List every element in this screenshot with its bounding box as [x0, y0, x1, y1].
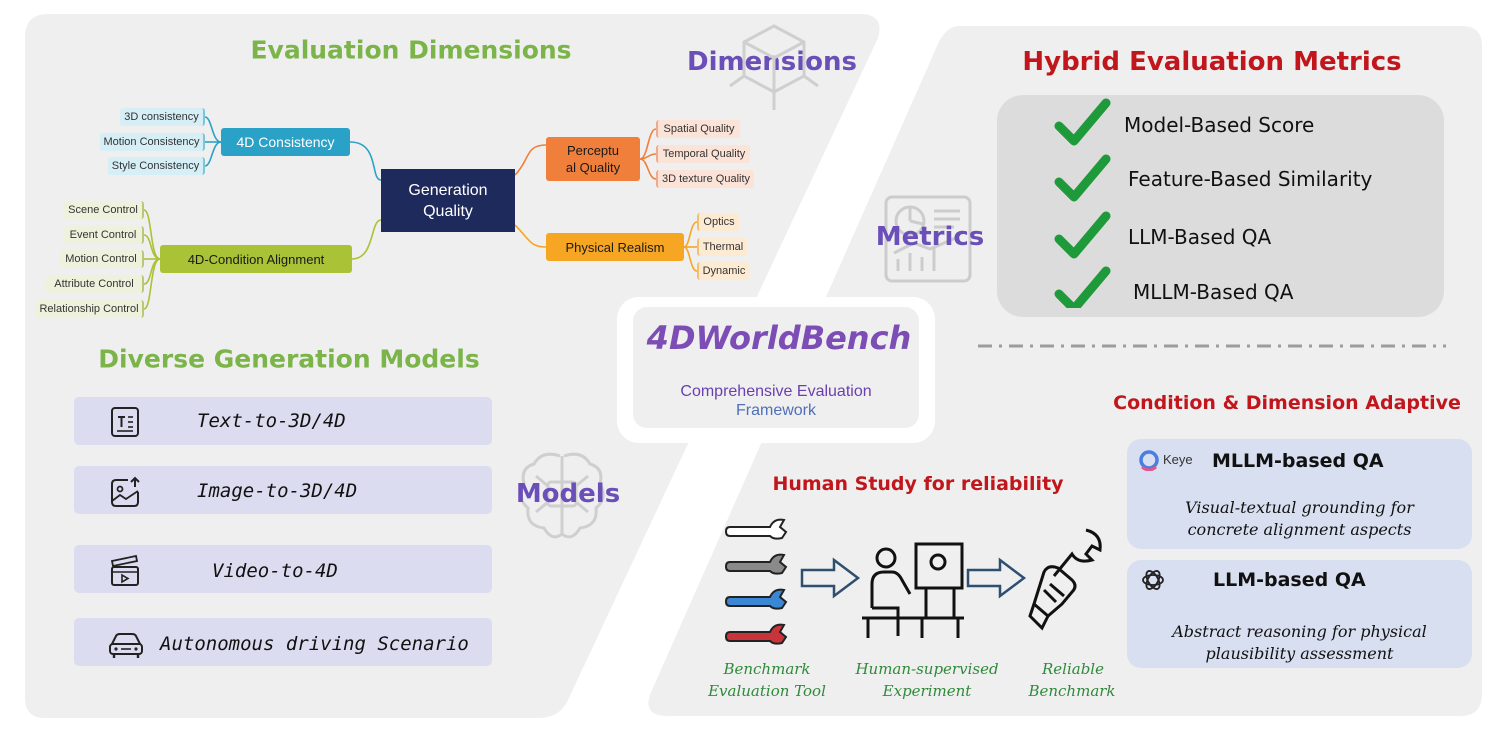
- step-reliable-benchmark-line1: Reliable: [1042, 660, 1104, 678]
- leaf-attribute-control: Attribute Control: [46, 275, 144, 293]
- model-row-text: [74, 397, 492, 445]
- center-inner: [633, 307, 919, 428]
- metrics-title: Hybrid Evaluation Metrics: [1022, 47, 1402, 77]
- dimensions-label: Dimensions: [687, 47, 857, 77]
- llm-qa-card: [1127, 560, 1472, 668]
- root-node-line2: Quality: [423, 202, 473, 220]
- framework-subtitle-line2: Framework: [735, 402, 817, 419]
- step-benchmark-tool-line2: Evaluation Tool: [708, 682, 826, 700]
- model-row-driving: [74, 618, 492, 666]
- metrics-box: [997, 95, 1444, 317]
- leaf-motion-control: Motion Control: [60, 250, 144, 268]
- perceptual-node-line1: Perceptu: [566, 143, 620, 158]
- dashboard-icon: [884, 195, 972, 283]
- wrench-icon: [724, 588, 788, 610]
- llm-qa-desc-line1: Abstract reasoning for physical: [1172, 622, 1427, 641]
- root-node-line1: Generation: [408, 181, 488, 199]
- root-node: Generation Quality: [381, 169, 515, 232]
- perceptual-node: Perceptu al Quality: [546, 137, 640, 181]
- metric-mllm-based-qa: MLLM-Based QA: [1133, 280, 1294, 304]
- metric-model-based-score: Model-Based Score: [1124, 113, 1315, 137]
- physical-node: Physical Realism: [546, 233, 684, 261]
- hand-wrench-icon: [1028, 528, 1102, 631]
- model-row-video: [74, 545, 492, 593]
- step-human-experiment-line2: Experiment: [882, 682, 972, 700]
- check-icon: [1054, 154, 1111, 202]
- model-image-to-3d-4d: Image-to-3D/4D: [197, 480, 358, 502]
- openai-logo-icon: [1142, 570, 1164, 590]
- wrench-icon: [724, 623, 788, 645]
- human-study-title: Human Study for reliability: [772, 473, 1064, 495]
- model-row-image: [74, 466, 492, 514]
- model-text-to-3d-4d: Text-to-3D/4D: [197, 410, 346, 432]
- framework-title: 4DWorldBench: [646, 319, 912, 357]
- mllm-qa-desc-line1: Visual-textual grounding for: [1185, 498, 1414, 517]
- arrow-right-icon: [800, 557, 861, 599]
- check-icon: [1054, 98, 1111, 146]
- mllm-qa-title: MLLM-based QA: [1212, 450, 1384, 472]
- mllm-qa-desc-line2: concrete alignment aspects: [1187, 520, 1412, 539]
- brain-chip-icon: [519, 452, 605, 539]
- leaf-motion-consistency: Motion Consistency: [100, 133, 205, 151]
- llm-qa-desc-line2: plausibility assessment: [1205, 644, 1394, 663]
- leaf-spatial-quality: Spatial Quality: [656, 120, 740, 138]
- metric-feature-based-similarity: Feature-Based Similarity: [1128, 167, 1373, 191]
- perceptual-node-line2: al Quality: [565, 160, 621, 175]
- adaptive-title: Condition & Dimension Adaptive: [1113, 392, 1461, 414]
- text-document-icon: [111, 407, 139, 437]
- cube-icon: [729, 24, 819, 110]
- leaf-relationship-control: Relationship Control: [36, 300, 144, 318]
- check-icon: [1054, 211, 1111, 259]
- wrench-icons: [724, 518, 788, 645]
- llm-qa-title: LLM-based QA: [1213, 569, 1366, 591]
- metrics-label: Metrics: [875, 222, 985, 252]
- step-human-experiment-line1: Human-supervised: [855, 660, 999, 678]
- leaf-3d-texture-quality: 3D texture Quality: [656, 170, 754, 188]
- models-title: Diverse Generation Models: [98, 344, 480, 374]
- step-benchmark-tool-line1: Benchmark: [723, 660, 811, 678]
- alignment-node: 4D-Condition Alignment: [160, 245, 352, 273]
- check-icon: [1054, 266, 1111, 308]
- leaf-3d-consistency: 3D consistency: [120, 108, 205, 126]
- evaluation-dimensions-title: Evaluation Dimensions: [250, 35, 572, 65]
- image-upload-icon: [111, 476, 140, 507]
- leaf-style-consistency: Style Consistency: [108, 157, 205, 175]
- leaf-dynamic: Dynamic: [697, 262, 749, 280]
- human-at-computer-icon: [862, 542, 964, 638]
- arrow-right-icon-2: [966, 557, 1027, 599]
- consistency-node: 4D Consistency: [221, 128, 350, 156]
- leaf-event-control: Event Control: [64, 226, 144, 244]
- wrench-icon: [724, 553, 788, 575]
- video-clapper-icon: [110, 554, 139, 586]
- keye-brand: Keye: [1163, 452, 1193, 467]
- leaf-optics: Optics: [697, 213, 739, 231]
- car-icon: [109, 633, 143, 658]
- leaf-temporal-quality: Temporal Quality: [656, 145, 750, 163]
- mllm-qa-card: [1127, 439, 1472, 549]
- metric-llm-based-qa: LLM-Based QA: [1128, 225, 1272, 249]
- keye-logo-icon: [1139, 450, 1159, 471]
- model-video-to-4d: Video-to-4D: [212, 560, 338, 582]
- wrench-icon: [724, 518, 788, 540]
- model-autonomous-driving: Autonomous driving Scenario: [160, 633, 469, 655]
- checkmark-icons: [1054, 98, 1111, 308]
- leaf-scene-control: Scene Control: [64, 201, 144, 219]
- step-reliable-benchmark-line2: Benchmark: [1028, 682, 1116, 700]
- left-panel: [25, 14, 880, 718]
- leaf-thermal: Thermal: [697, 238, 747, 256]
- models-label: Models: [515, 479, 621, 509]
- framework-subtitle-line1: Comprehensive Evaluation: [680, 383, 872, 400]
